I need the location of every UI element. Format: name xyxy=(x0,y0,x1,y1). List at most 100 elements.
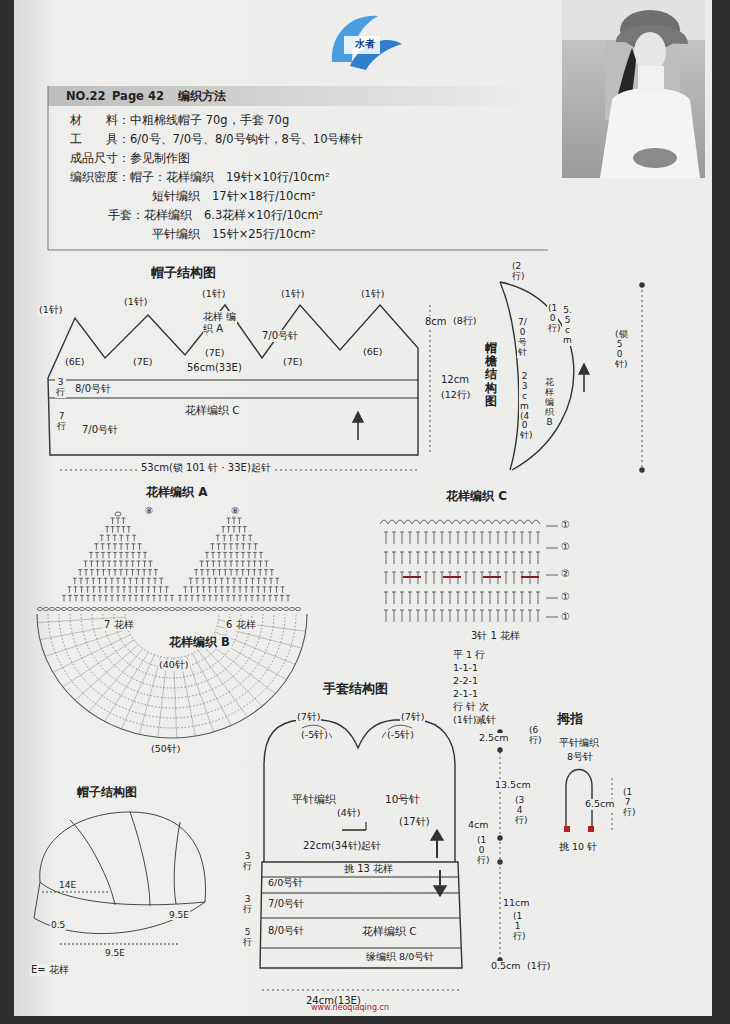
chart-mark xyxy=(229,543,233,544)
chart-mark xyxy=(434,610,435,622)
part-label: 花样编织 C xyxy=(362,925,417,937)
chart-mark xyxy=(153,578,157,579)
chart-mark xyxy=(118,595,119,601)
chart-mark xyxy=(109,561,110,567)
chart-mark xyxy=(193,607,198,610)
chart-mark xyxy=(45,629,128,656)
chart-mark xyxy=(408,532,412,533)
section-title: 手套结构图 xyxy=(322,682,389,696)
chart-mark xyxy=(514,532,515,544)
chart-mark xyxy=(166,587,167,593)
chart-mark xyxy=(131,561,135,562)
chart-mark xyxy=(504,592,508,593)
chart-mark xyxy=(187,656,214,732)
chart-mark xyxy=(136,569,140,570)
chart-mark xyxy=(400,552,404,553)
chart-mark xyxy=(472,572,476,573)
chart-mark xyxy=(126,570,127,576)
chart-mark xyxy=(125,552,129,553)
chart-mark xyxy=(223,527,224,533)
chart-mark xyxy=(256,586,260,587)
chart-mark xyxy=(474,532,475,544)
chart-mark xyxy=(254,570,255,576)
chart-mark xyxy=(113,569,117,570)
chart-mark xyxy=(97,552,98,558)
chart-mark xyxy=(460,520,468,524)
chart-mark xyxy=(99,578,100,584)
chart-mark xyxy=(100,595,101,601)
chart-mark xyxy=(95,552,99,553)
chart-mark xyxy=(127,535,128,541)
chart-mark xyxy=(252,578,253,584)
chart-mark xyxy=(400,610,404,611)
chart-mark xyxy=(103,614,241,678)
chart-mark xyxy=(216,535,220,536)
dimension-label: 3行 xyxy=(55,378,66,398)
chart-mark xyxy=(205,552,209,553)
chart-mark xyxy=(392,610,396,611)
part-label: 8/0号针 xyxy=(268,925,304,937)
dimension-label: 11cm xyxy=(502,898,531,909)
chart-mark xyxy=(258,595,259,601)
chart-mark xyxy=(148,561,152,562)
chart-mark xyxy=(194,569,198,570)
chart-mark xyxy=(131,569,135,570)
chart-mark xyxy=(432,532,436,533)
chart-mark xyxy=(202,570,203,576)
chart-mark xyxy=(264,561,268,562)
chart-mark xyxy=(130,595,131,601)
chart-mark xyxy=(536,532,540,533)
chart-mark xyxy=(113,552,117,553)
chart-mark xyxy=(115,607,120,610)
chart-mark xyxy=(440,552,444,553)
chart-mark xyxy=(116,578,120,579)
chart-mark xyxy=(394,592,395,604)
dimension-label: 4cm xyxy=(467,820,490,831)
dimension-label: (50针) xyxy=(150,744,182,755)
chart-mark xyxy=(135,578,139,579)
chart-mark xyxy=(216,595,217,601)
chart-mark xyxy=(504,610,508,611)
chart-mark xyxy=(512,572,516,573)
chart-mark xyxy=(488,552,492,553)
chart-mark xyxy=(68,595,72,596)
dimension-label: (6行) xyxy=(528,726,539,746)
chart-mark xyxy=(209,587,210,593)
chart-mark xyxy=(394,572,395,584)
chart-mark xyxy=(254,561,255,567)
header-text: 手套：花样编织 6.3花样×10行/10cm² xyxy=(108,209,323,222)
chart-mark xyxy=(434,592,435,604)
chart-mark xyxy=(163,607,168,610)
chart-mark xyxy=(264,595,265,601)
chart-mark xyxy=(524,520,532,524)
chart-mark xyxy=(226,595,230,596)
chart-mark xyxy=(74,595,78,596)
chart-mark xyxy=(223,543,227,544)
chart-mark xyxy=(229,607,234,610)
chart-mark xyxy=(189,578,193,579)
chart-mark xyxy=(384,592,388,593)
chart-mark xyxy=(37,614,307,738)
chart-mark xyxy=(426,552,427,564)
chart-mark xyxy=(456,610,460,611)
chart-mark xyxy=(514,572,515,584)
chart-mark xyxy=(456,572,460,573)
chart-mark xyxy=(232,578,236,579)
chart-mark xyxy=(498,532,499,544)
chart-mark xyxy=(105,578,106,584)
chart-mark xyxy=(139,544,140,550)
chart-mark xyxy=(418,610,419,622)
chart-mark xyxy=(237,544,238,550)
chart-mark xyxy=(536,552,540,553)
chart-mark xyxy=(134,586,138,587)
dimension-label: (40针) xyxy=(158,660,190,671)
chart-mark xyxy=(246,578,247,584)
chart-mark xyxy=(109,570,110,576)
chart-mark xyxy=(538,610,539,622)
chart-mark xyxy=(113,535,117,536)
page xyxy=(14,0,712,1016)
chart-mark xyxy=(466,552,467,564)
chart-mark xyxy=(260,561,261,567)
chart-mark xyxy=(98,595,102,596)
chart-mark xyxy=(200,569,204,570)
